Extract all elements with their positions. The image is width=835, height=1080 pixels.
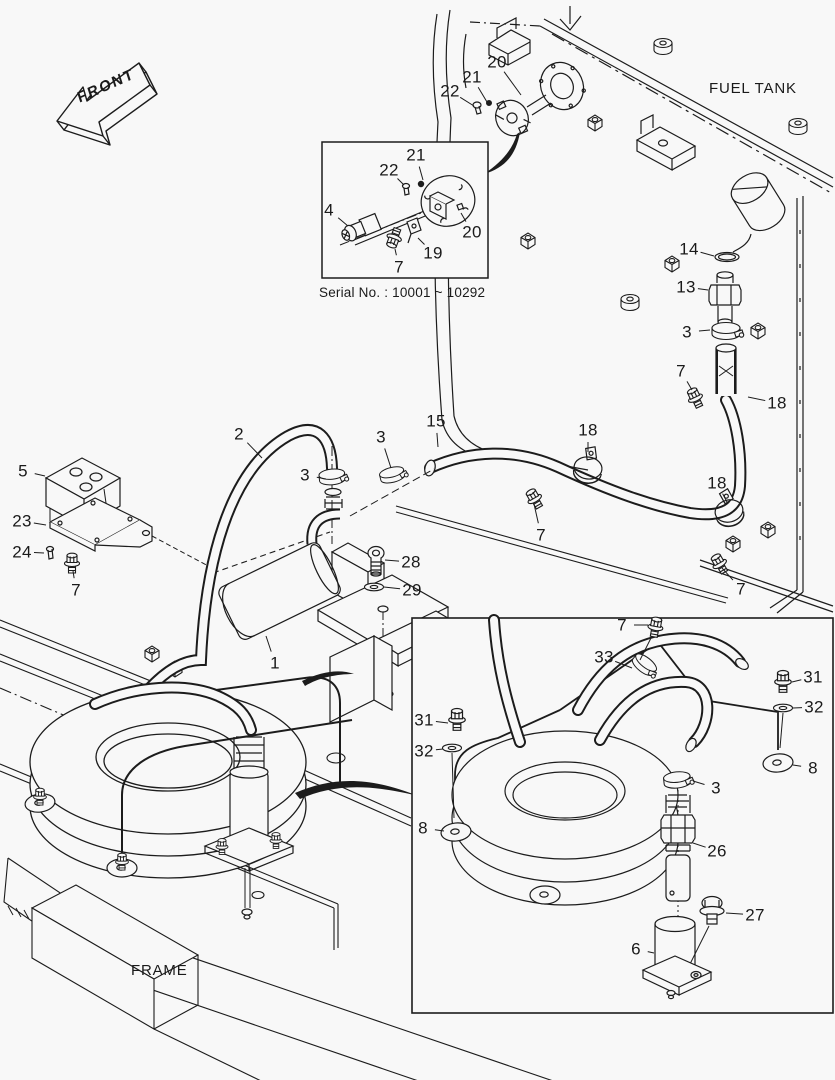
callout-32: 32 — [804, 697, 824, 717]
sender-detail-inset — [321, 141, 489, 279]
callout-7: 7 — [71, 580, 81, 600]
callout-31: 31 — [414, 710, 434, 730]
callout-29: 29 — [402, 580, 422, 600]
leader-line-31 — [791, 679, 802, 683]
serial-number-note: Serial No. : 10001 ~ 10292 — [319, 285, 486, 300]
callout-27: 27 — [745, 905, 765, 925]
strainer-assembly-installed — [203, 736, 295, 920]
callout-28: 28 — [401, 552, 421, 572]
leader-line-33 — [614, 660, 633, 669]
leader-line-3 — [698, 329, 711, 332]
callout-19: 19 — [423, 243, 443, 263]
leader-line-23 — [33, 522, 47, 526]
leader-line-7 — [72, 570, 75, 579]
leader-line-8 — [434, 829, 445, 832]
callout-20: 20 — [487, 52, 507, 72]
leader-line-2 — [246, 442, 263, 459]
callout-7: 7 — [676, 361, 686, 381]
callout-23: 23 — [12, 511, 32, 531]
leader-line-31 — [435, 720, 449, 724]
leader-line-3 — [692, 780, 705, 785]
leader-line-3 — [384, 448, 392, 469]
leader-line-14 — [700, 251, 715, 257]
leader-line-20 — [460, 212, 467, 222]
callout-5: 5 — [18, 461, 28, 481]
hose-2 — [142, 424, 338, 696]
callout-7: 7 — [736, 579, 746, 599]
callout-1: 1 — [270, 653, 280, 673]
callout-26: 26 — [707, 841, 727, 861]
leader-line-22 — [459, 96, 475, 107]
leader-line-21 — [418, 166, 424, 181]
callout-13: 13 — [676, 277, 696, 297]
callout-2: 2 — [234, 424, 244, 444]
fuel-sender-installed — [472, 61, 586, 174]
leader-line-6 — [647, 951, 655, 954]
callout-3: 3 — [376, 427, 386, 447]
callout-18: 18 — [578, 420, 598, 440]
callout-8: 8 — [418, 818, 428, 838]
leader-line-4 — [337, 217, 349, 227]
leader-line-8 — [792, 764, 802, 767]
leader-line-7 — [533, 503, 539, 524]
callout-leader-lines — [33, 71, 803, 954]
callout-7: 7 — [617, 615, 627, 635]
leader-line-19 — [417, 237, 425, 245]
reference-arrows — [295, 671, 418, 799]
leader-line-26 — [692, 842, 706, 848]
frame-label: FRAME — [131, 962, 188, 979]
leader-line-18 — [747, 396, 766, 402]
leader-line-28 — [384, 559, 400, 562]
suction-hose-coil-installed — [23, 676, 353, 879]
callout-31: 31 — [803, 667, 823, 687]
callout-4: 4 — [324, 200, 334, 220]
callout-14: 14 — [679, 239, 699, 259]
leader-line-27 — [725, 912, 744, 915]
leader-line-7 — [721, 567, 734, 581]
suction-detail-inset — [411, 614, 834, 1014]
callout-22: 22 — [440, 81, 460, 101]
leader-line-21 — [477, 87, 488, 103]
callout-22: 22 — [379, 160, 399, 180]
callout-8: 8 — [808, 758, 818, 778]
leader-line-18 — [722, 493, 728, 503]
callout-18: 18 — [767, 393, 787, 413]
leader-line-5 — [34, 473, 46, 477]
front-direction-arrow — [56, 62, 158, 146]
callout-7: 7 — [536, 525, 546, 545]
leader-line-7 — [394, 248, 397, 256]
leader-line-20 — [503, 71, 522, 96]
leader-line-13 — [697, 288, 709, 291]
callout-20: 20 — [462, 222, 482, 242]
callout-21: 21 — [406, 145, 426, 165]
leader-line-29 — [383, 586, 401, 590]
relay-box-assembly — [44, 457, 213, 574]
leader-line-3 — [316, 476, 327, 480]
callout-15: 15 — [426, 411, 446, 431]
tank-brackets — [488, 17, 697, 172]
fuel-tank-label: FUEL TANK — [709, 80, 797, 97]
callout-21: 21 — [462, 67, 482, 87]
callout-18: 18 — [707, 473, 727, 493]
leader-line-1 — [265, 635, 272, 652]
callout-24: 24 — [12, 542, 32, 562]
callout-6: 6 — [631, 939, 641, 959]
callout-3: 3 — [711, 778, 721, 798]
callout-32: 32 — [414, 741, 434, 761]
callout-3: 3 — [300, 465, 310, 485]
leader-line-32 — [435, 748, 444, 751]
callout-3: 3 — [682, 322, 692, 342]
callout-33: 33 — [594, 647, 614, 667]
leader-line-22 — [397, 178, 405, 186]
leader-line-7 — [686, 381, 693, 391]
callout-7: 7 — [394, 257, 404, 277]
fuel-pipe-assembly — [424, 172, 786, 577]
leader-line-15 — [436, 432, 439, 448]
